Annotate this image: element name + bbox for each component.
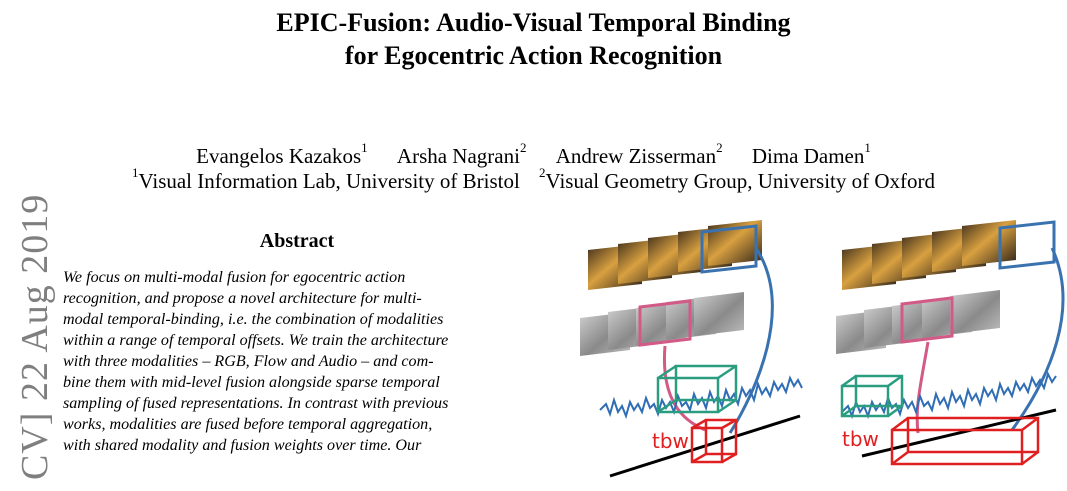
author-3: Andrew Zisserman2 <box>555 141 723 168</box>
paper-title: EPIC-Fusion: Audio-Visual Temporal Bindi… <box>0 6 1067 72</box>
abstract-line: sampling of fused representations. In co… <box>63 395 449 412</box>
right-tbw-label: tbw <box>842 427 879 451</box>
affiliation-2-sup: 2 <box>539 165 546 180</box>
left-audio-box <box>656 364 738 414</box>
left-audio-waveform <box>599 375 803 420</box>
right-diagram: tbw <box>836 220 1065 466</box>
abstract-line: recognition, and propose a novel archite… <box>63 290 422 307</box>
affiliation-2: 2Visual Geometry Group, University of Ox… <box>539 166 936 193</box>
title-line-1: EPIC-Fusion: Audio-Visual Temporal Bindi… <box>276 8 791 37</box>
affiliation-list: 1Visual Information Lab, University of B… <box>0 166 1067 194</box>
arxiv-stamp: CV] 22 Aug 2019 <box>14 193 56 480</box>
author-1-sup: 1 <box>361 140 368 155</box>
author-2-name: Arsha Nagrani <box>396 144 520 168</box>
abstract-line: modal temporal-binding, i.e. the combina… <box>63 311 444 328</box>
author-2-sup: 2 <box>519 140 527 155</box>
author-block: Evangelos Kazakos1 Arsha Nagrani2 Andrew… <box>0 141 1067 194</box>
left-flow-frames <box>580 292 744 356</box>
left-diagram: tbw <box>580 220 803 478</box>
affiliation-2-name: Visual Geometry Group, University of Oxf… <box>545 169 936 193</box>
affiliation-1: 1Visual Information Lab, University of B… <box>132 166 520 193</box>
right-audio-box <box>840 374 904 418</box>
abstract-line: with three modalities – RGB, Flow and Au… <box>63 353 434 370</box>
title-line-2: for Egocentric Action Recognition <box>344 41 723 70</box>
right-window-box <box>890 416 1040 466</box>
right-rgb-link <box>1010 247 1065 431</box>
teaser-figure: tbw <box>580 220 1065 478</box>
abstract-line: works, modalities are fused before tempo… <box>63 416 433 433</box>
abstract-line: We focus on multi-modal fusion for egoce… <box>63 269 406 286</box>
author-1: Evangelos Kazakos1 <box>196 141 368 168</box>
abstract-line: with shared modality and fusion weights … <box>63 437 422 454</box>
abstract-body: We focus on multi-modal fusion for egoce… <box>63 267 531 456</box>
affiliation-1-name: Visual Information Lab, University of Br… <box>138 169 520 193</box>
author-4-sup: 1 <box>864 140 871 155</box>
right-flow-frames <box>836 290 1000 354</box>
left-rgb-frames <box>588 220 762 290</box>
left-flow-link <box>662 345 706 432</box>
abstract-line: within a range of temporal offsets. We t… <box>63 332 449 349</box>
left-window-box <box>690 418 738 464</box>
right-rgb-frames <box>842 220 1056 290</box>
abstract-heading: Abstract <box>259 230 335 252</box>
author-1-name: Evangelos Kazakos <box>196 144 362 168</box>
author-3-sup: 2 <box>716 140 723 155</box>
left-tbw-label: tbw <box>652 429 689 453</box>
author-4-name: Dima Damen <box>751 144 865 168</box>
abstract-line: bine them with mid-level fusion alongsid… <box>63 374 440 391</box>
affiliation-1-sup: 1 <box>131 165 139 180</box>
right-audio-waveform <box>841 371 1057 420</box>
left-rgb-link <box>728 247 774 434</box>
author-list: Evangelos Kazakos1 Arsha Nagrani2 Andrew… <box>0 141 1067 169</box>
author-4: Dima Damen1 <box>751 141 871 168</box>
author-3-name: Andrew Zisserman <box>555 144 717 168</box>
author-2: Arsha Nagrani2 <box>396 141 527 168</box>
right-flow-link <box>915 341 930 434</box>
